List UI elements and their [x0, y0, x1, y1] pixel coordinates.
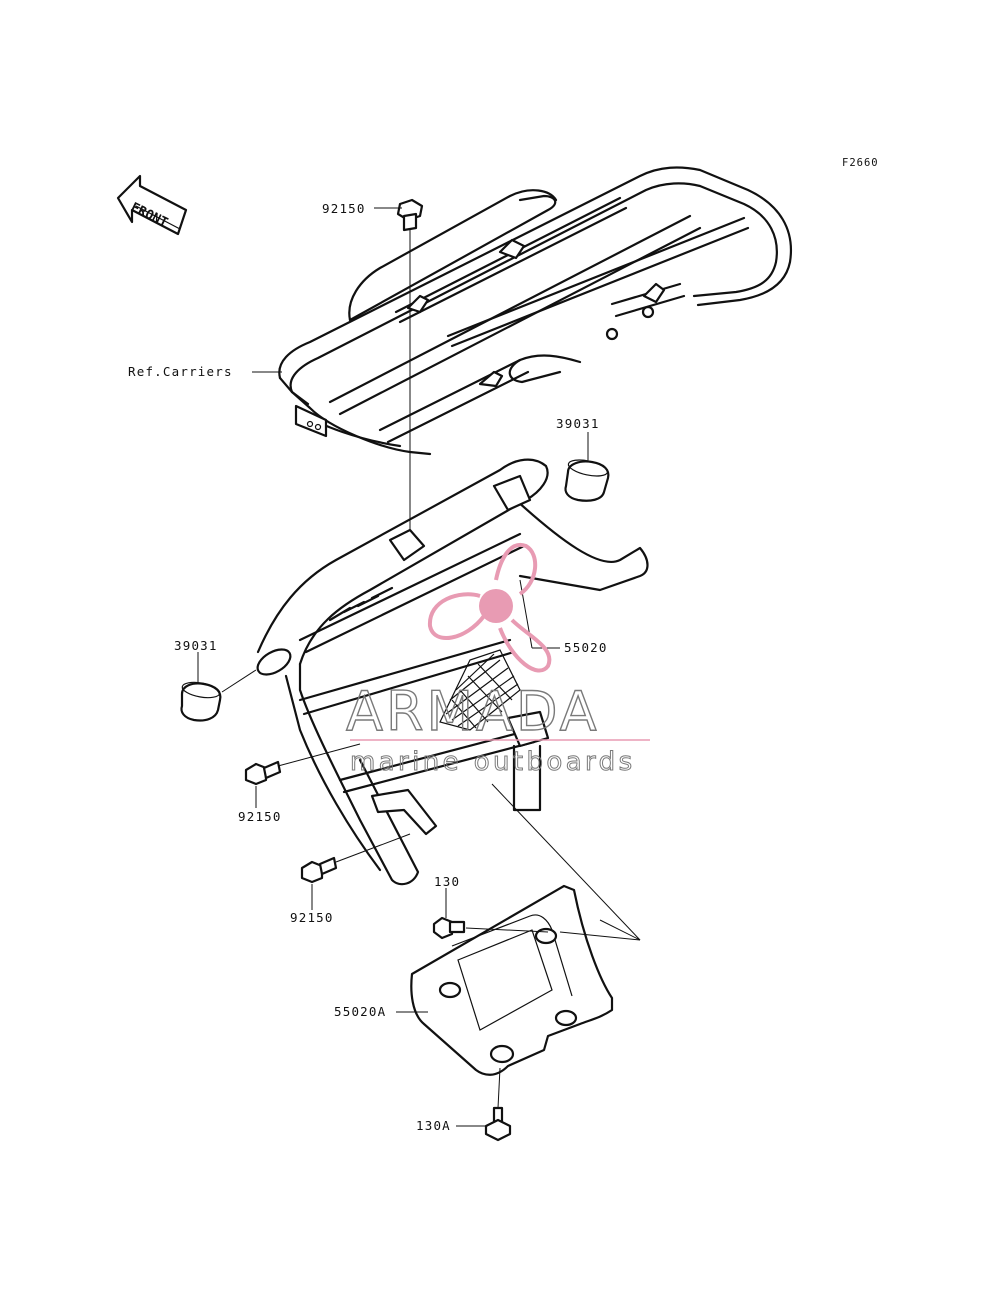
- end-cap-left: [180, 681, 222, 722]
- bolt-icon: [300, 856, 338, 884]
- watermark-tagline: marine outboards: [350, 747, 636, 777]
- callout-bolt-left-upper: 92150: [238, 809, 282, 824]
- figure-code: F2660: [842, 157, 879, 169]
- bolt-icon: [484, 1106, 512, 1142]
- front-arrow-icon: FRONT: [116, 174, 188, 236]
- callout-bolt-130: 130: [434, 874, 460, 889]
- callout-carrier-bolt: 92150: [322, 201, 366, 216]
- callout-bolt-left-lower: 92150: [290, 910, 334, 925]
- end-cap-right: [564, 459, 610, 502]
- guard-frame: [256, 458, 649, 886]
- callout-cap-left: 39031: [174, 638, 218, 653]
- callout-ref-carriers: Ref.Carriers: [128, 364, 233, 379]
- callout-plate: 55020A: [334, 1004, 386, 1019]
- callout-cap-right: 39031: [556, 416, 600, 431]
- propeller-hub-icon: [479, 589, 513, 623]
- bolt-icon: [432, 916, 466, 940]
- carrier-rack: [278, 166, 793, 456]
- bolt-icon: [244, 760, 282, 786]
- propeller-logo-icon: [427, 542, 552, 673]
- callout-bolt-130a: 130A: [416, 1118, 451, 1133]
- skid-plate: [410, 884, 614, 1076]
- watermark-brand: ARMADA: [346, 680, 600, 743]
- callout-guard: 55020: [564, 640, 608, 655]
- mesh-panel: [439, 649, 521, 731]
- watermark: ARMADA marine outboards: [345, 542, 650, 778]
- bolt-icon: [396, 198, 424, 232]
